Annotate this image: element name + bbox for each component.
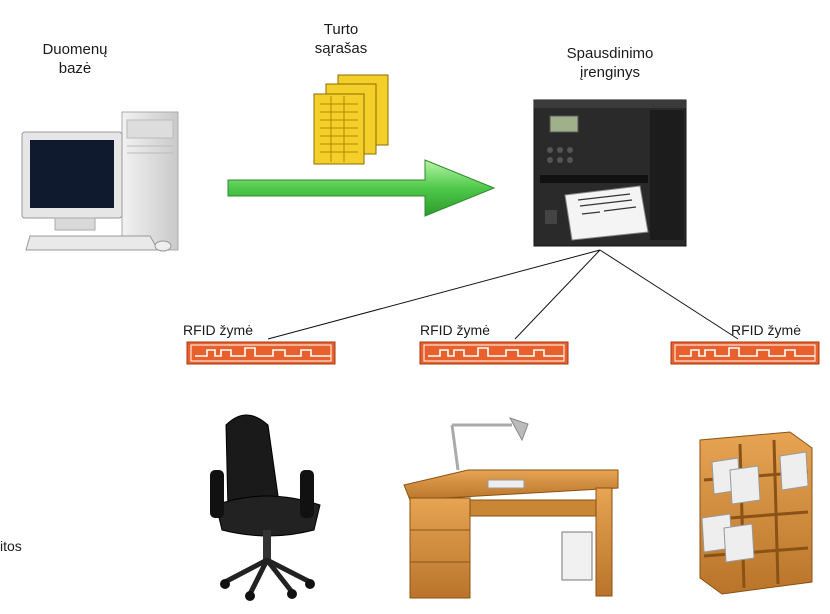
rfid-tag-icon: [186, 341, 336, 365]
printer-icon: [533, 99, 687, 247]
desk-icon: [403, 417, 619, 599]
rfid-tag-icon: [419, 341, 569, 365]
rfid-tag-icon: [670, 341, 820, 365]
printer-label: Spausdinimo įrenginys: [566, 45, 654, 81]
asset-list-label: Turto sąrašas: [314, 21, 368, 57]
documents-icon: [313, 74, 389, 165]
office-chair-icon: [210, 414, 321, 601]
rfid-tag-label: RFID žymė: [183, 322, 253, 338]
rfid-tag-label: RFID žymė: [420, 322, 490, 338]
database-label: Duomenų bazė: [42, 41, 108, 77]
bookshelf-icon: [699, 431, 813, 595]
rfid-tag-label: RFID žymė: [731, 322, 801, 338]
arrow-icon: [227, 159, 496, 217]
cut-off-text: itos: [0, 538, 22, 554]
computer-icon: [21, 111, 179, 252]
connector-lines: [267, 249, 739, 340]
